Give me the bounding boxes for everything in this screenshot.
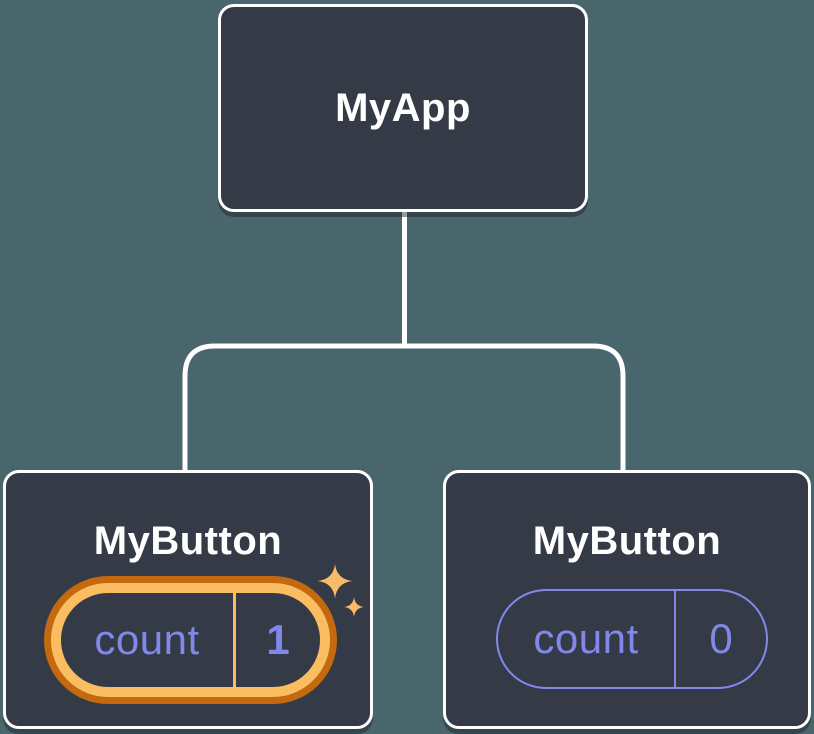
state-key-label: count — [533, 615, 639, 662]
state-value-segment: 0 — [674, 591, 766, 687]
state-value-label: 1 — [266, 616, 290, 663]
component-label: MyButton — [93, 519, 283, 563]
state-value-label: 0 — [709, 615, 733, 662]
state-pill-highlighted: count 1 — [44, 576, 337, 704]
component-label: MyButton — [532, 519, 722, 563]
state-pill-normal: count 0 — [496, 589, 768, 689]
state-key-segment: count — [61, 593, 233, 687]
component-label: MyApp — [335, 85, 471, 130]
component-box-myapp: MyApp — [218, 4, 588, 212]
component-box-mybutton-right: MyButton count 0 — [443, 470, 811, 729]
sparkles-icon — [317, 564, 364, 617]
state-key-label: count — [94, 616, 200, 663]
component-box-mybutton-left: MyButton count 1 — [3, 470, 373, 729]
state-key-segment: count — [498, 591, 674, 687]
state-value-segment: 1 — [233, 593, 320, 687]
state-pill-core: count 1 — [61, 593, 320, 687]
